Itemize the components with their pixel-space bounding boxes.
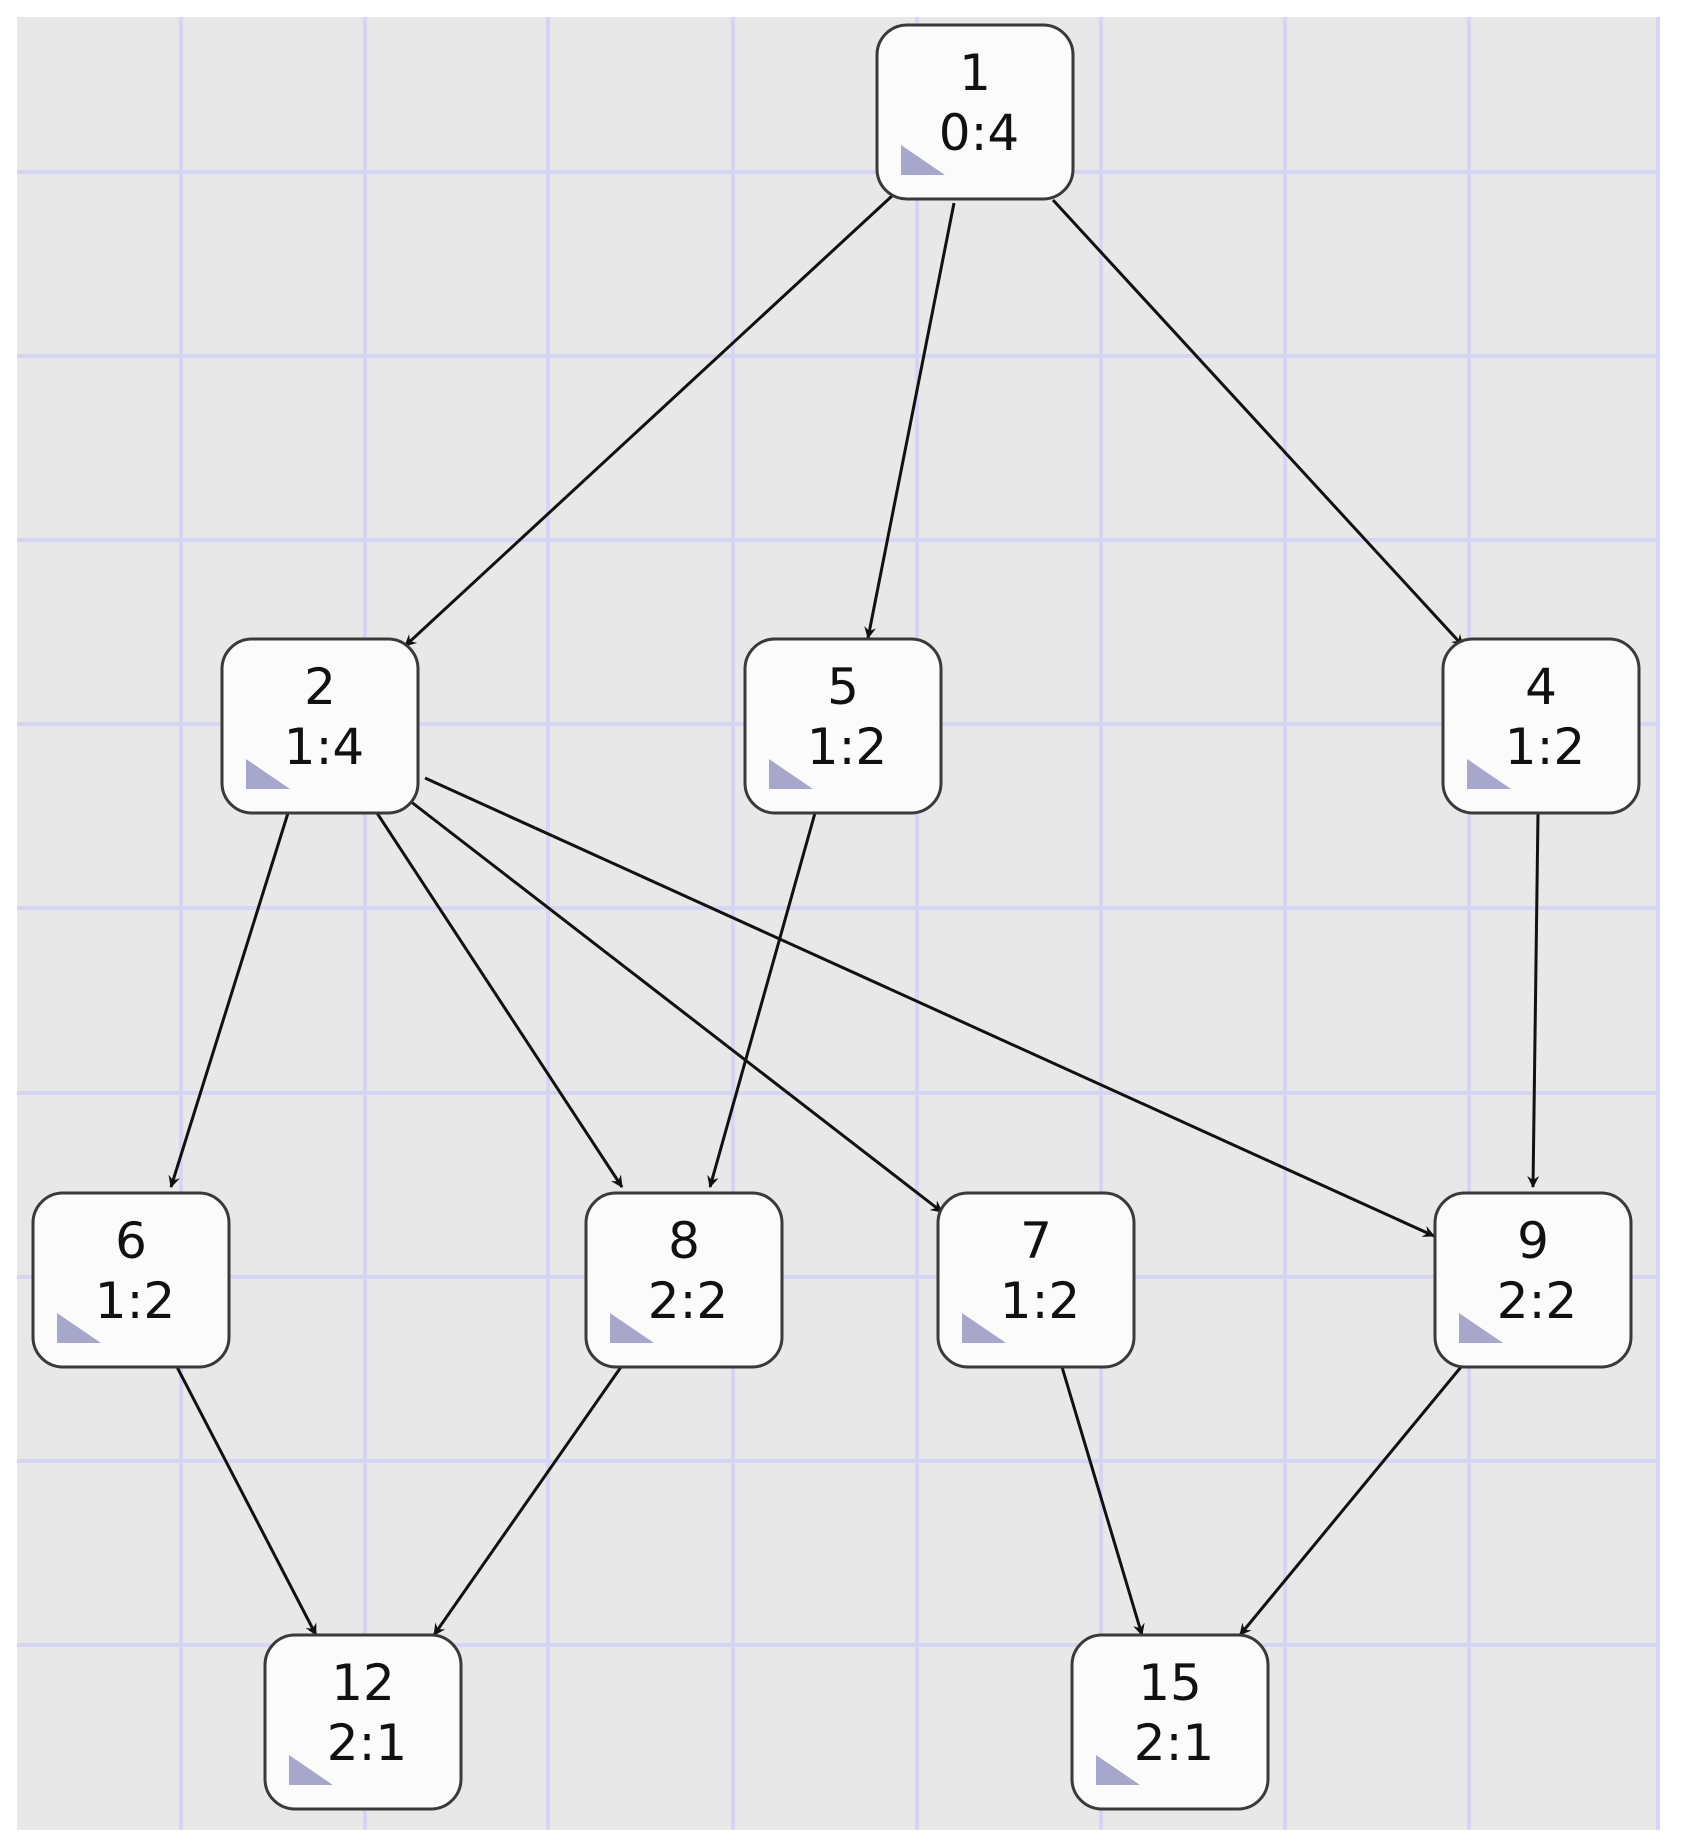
node-sublabel: 2:2 <box>648 1272 728 1330</box>
edge-2-8 <box>375 812 624 1188</box>
node-sublabel: 2:1 <box>327 1714 407 1772</box>
node-corner-marker <box>57 1313 101 1343</box>
edge-7-15 <box>1060 1366 1145 1636</box>
node-id-label: 5 <box>827 658 859 716</box>
edge-2-6 <box>168 812 290 1188</box>
node-id-label: 12 <box>331 1654 395 1712</box>
node-corner-marker <box>901 145 945 175</box>
node-corner-marker <box>1096 1755 1140 1785</box>
node-box <box>1441 637 1641 815</box>
node-corner-marker <box>1459 1313 1503 1343</box>
edge-2-7 <box>409 799 943 1214</box>
edge-8-12 <box>432 1366 623 1636</box>
node-8[interactable]: 82:2 <box>584 1191 784 1369</box>
edge-1-2 <box>403 193 895 648</box>
node-box <box>875 23 1075 201</box>
node-corner-marker <box>1467 759 1511 789</box>
node-9[interactable]: 92:2 <box>1433 1191 1633 1369</box>
node-id-label: 7 <box>1020 1212 1052 1270</box>
node-corner-marker <box>610 1313 654 1343</box>
node-5[interactable]: 51:2 <box>743 637 943 815</box>
node-corner-marker <box>769 759 813 789</box>
node-sublabel: 1:2 <box>807 718 887 776</box>
node-6[interactable]: 61:2 <box>31 1191 231 1369</box>
node-1[interactable]: 10:4 <box>875 23 1075 201</box>
node-box <box>31 1191 231 1369</box>
node-id-label: 9 <box>1517 1212 1549 1270</box>
node-15[interactable]: 152:1 <box>1070 1633 1270 1811</box>
node-box <box>584 1191 784 1369</box>
edge-1-4 <box>1051 198 1465 648</box>
node-sublabel: 1:2 <box>1000 1272 1080 1330</box>
node-corner-marker <box>246 759 290 789</box>
node-sublabel: 2:2 <box>1497 1272 1577 1330</box>
node-id-label: 15 <box>1138 1654 1202 1712</box>
node-box <box>1433 1191 1633 1369</box>
edge-9-15 <box>1238 1366 1463 1636</box>
nodes: 10:421:451:241:261:282:271:292:2122:1152… <box>31 23 1641 1811</box>
node-corner-marker <box>962 1313 1006 1343</box>
node-4[interactable]: 41:2 <box>1441 637 1641 815</box>
edge-2-9 <box>424 776 1435 1238</box>
node-id-label: 8 <box>668 1212 700 1270</box>
node-sublabel: 1:2 <box>1505 718 1585 776</box>
node-id-label: 4 <box>1525 658 1557 716</box>
diagram-background <box>17 17 1658 1830</box>
node-7[interactable]: 71:2 <box>936 1191 1136 1369</box>
edge-5-8 <box>707 812 817 1188</box>
edge-6-12 <box>175 1366 318 1636</box>
node-sublabel: 1:2 <box>95 1272 175 1330</box>
node-id-label: 1 <box>959 44 991 102</box>
node-sublabel: 2:1 <box>1134 1714 1214 1772</box>
node-sublabel: 1:4 <box>284 718 364 776</box>
edges <box>168 193 1540 1636</box>
node-12[interactable]: 122:1 <box>263 1633 463 1811</box>
edge-4-9 <box>1527 812 1540 1188</box>
node-box <box>936 1191 1136 1369</box>
node-id-label: 6 <box>115 1212 147 1270</box>
node-sublabel: 0:4 <box>939 104 1019 162</box>
edge-1-5 <box>864 202 956 639</box>
node-corner-marker <box>289 1755 333 1785</box>
node-box <box>743 637 943 815</box>
node-2[interactable]: 21:4 <box>220 637 420 815</box>
node-box <box>220 637 420 815</box>
node-id-label: 2 <box>304 658 336 716</box>
node-box <box>1070 1633 1270 1811</box>
node-box <box>263 1633 463 1811</box>
